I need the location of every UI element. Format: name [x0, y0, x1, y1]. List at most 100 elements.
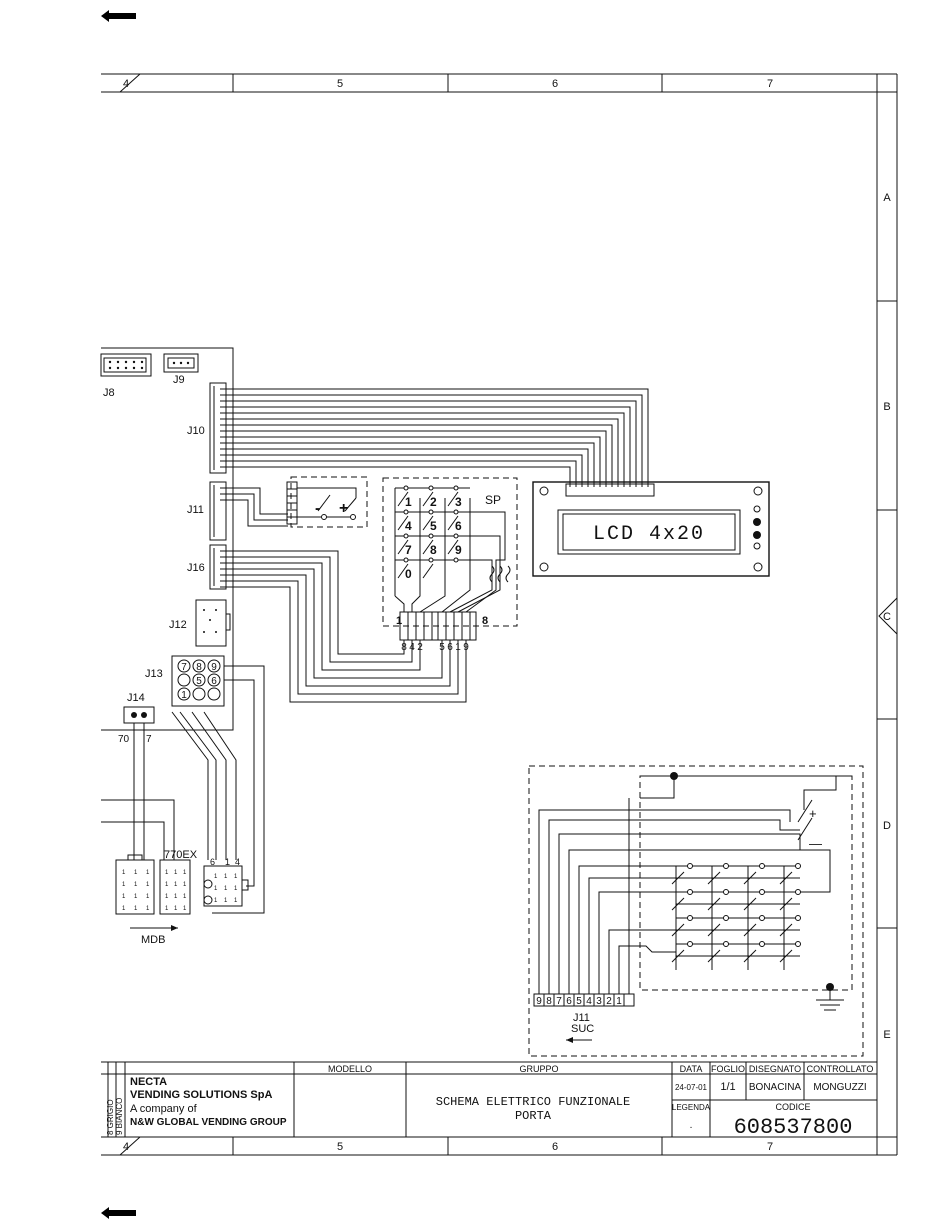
connector-j8-label: J8: [103, 387, 115, 399]
suc-bus: [640, 775, 852, 841]
svg-text:1: 1: [165, 870, 169, 876]
foglio-label: FOGLIO: [711, 1064, 745, 1074]
suc-key-switches: [671, 871, 793, 963]
codice-value: 608537800: [734, 1115, 853, 1140]
suc-pin-5: 5: [576, 996, 582, 1007]
color-legend-bianco: 9 BIANCO: [115, 1098, 124, 1135]
disegnato-value: BONACINA: [749, 1082, 802, 1093]
connector-j16-label: J16: [187, 562, 205, 574]
column-label-5: 5: [337, 78, 343, 90]
suc-minus-label: —: [809, 836, 822, 851]
suc-pin-2: 2: [606, 996, 612, 1007]
ex-pin-4: 4: [235, 857, 240, 867]
keypad-sp-label: SP: [485, 493, 501, 507]
j14-pin-7: 7: [146, 734, 152, 745]
keypad-key-contacts: [403, 485, 459, 563]
key-3[interactable]: 3: [455, 495, 462, 509]
connector-j8[interactable]: [100, 353, 152, 377]
connector-j14[interactable]: [123, 706, 155, 724]
nav-arrow-top[interactable]: [101, 10, 136, 22]
svg-text:1: 1: [122, 894, 126, 900]
key-2[interactable]: 2: [430, 495, 437, 509]
svg-text:1: 1: [122, 906, 126, 912]
svg-text:1: 1: [174, 882, 178, 888]
svg-text:1: 1: [146, 882, 150, 888]
connector-j9-label: J9: [173, 374, 185, 386]
ex-pin-6: 6: [210, 857, 215, 867]
connector-j10[interactable]: [209, 382, 227, 474]
j13-to-ex-wires: [171, 665, 265, 914]
drawing-frame: [101, 73, 898, 1156]
key-1[interactable]: 1: [405, 495, 412, 509]
connector-j12[interactable]: [195, 599, 231, 647]
j13-pin-1: 1: [181, 690, 187, 701]
connector-j16[interactable]: [209, 544, 227, 590]
key-4[interactable]: 4: [405, 519, 412, 533]
svg-text:1: 1: [122, 870, 126, 876]
strip-label-right: 8: [482, 615, 488, 627]
svg-text:1: 1: [214, 886, 218, 892]
row-label-c: C: [883, 611, 891, 623]
suc-keypad-area: [639, 775, 853, 991]
suc-bus-node: [670, 772, 678, 780]
strip-pin-1: 1: [455, 642, 461, 653]
suc-board-area: [528, 765, 864, 1057]
svg-text:1: 1: [134, 882, 138, 888]
key-0[interactable]: 0: [405, 567, 412, 581]
data-value: 24-07-01: [675, 1083, 708, 1092]
svg-text:1: 1: [146, 894, 150, 900]
svg-text:1: 1: [183, 906, 187, 912]
svg-text:1: 1: [214, 874, 218, 880]
key-9[interactable]: 9: [455, 543, 462, 557]
key-5[interactable]: 5: [430, 519, 437, 533]
svg-text:1: 1: [165, 906, 169, 912]
svg-text:1: 1: [183, 882, 187, 888]
mdb-arrow: [130, 925, 178, 931]
connector-j13-label: J13: [145, 668, 163, 680]
company-of: A company of: [130, 1103, 198, 1115]
suc-label: SUC: [571, 1023, 594, 1035]
company-group: N&W GLOBAL VENDING GROUP: [130, 1117, 287, 1128]
foglio-value: 1/1: [720, 1081, 735, 1093]
j13-pin-8: 8: [196, 662, 202, 673]
column-label-6-bottom: 6: [552, 1141, 558, 1153]
strip-pin-6: 6: [447, 642, 453, 653]
legenda-label: LEGENDA: [672, 1103, 711, 1112]
row-label-d: D: [883, 820, 891, 832]
nav-arrow-bottom[interactable]: [101, 1207, 136, 1219]
column-label-6: 6: [552, 78, 558, 90]
legenda-value: .: [690, 1120, 693, 1131]
keypad-area: [382, 477, 518, 627]
connector-j9[interactable]: [163, 353, 199, 373]
drawing-title-line2: PORTA: [515, 1109, 552, 1123]
suc-pin-1: 1: [616, 996, 622, 1007]
key-6[interactable]: 6: [455, 519, 462, 533]
svg-text:1: 1: [234, 874, 238, 880]
suc-arrow: [566, 1037, 592, 1043]
left-arrow-icon[interactable]: [101, 10, 136, 22]
key-8[interactable]: 8: [430, 543, 437, 557]
connector-j13[interactable]: [171, 655, 225, 707]
svg-text:1: 1: [214, 898, 218, 904]
key-7[interactable]: 7: [405, 543, 412, 557]
connector-j11[interactable]: [209, 481, 227, 541]
minus-button-label: -: [315, 500, 320, 517]
connector-j10-label: J10: [187, 425, 205, 437]
svg-text:1: 1: [165, 882, 169, 888]
strip-pin-5: 5: [439, 642, 445, 653]
column-label-4-bottom: 4: [123, 1141, 129, 1153]
svg-text:1: 1: [134, 894, 138, 900]
left-arrow-icon[interactable]: [101, 1207, 136, 1219]
company-name: NECTA: [130, 1076, 167, 1088]
disegnato-label: DISEGNATO: [749, 1064, 801, 1074]
suc-wires: [538, 798, 831, 994]
ex-pin-1: 1: [225, 857, 230, 867]
suc-pin-4: 4: [586, 996, 592, 1007]
suc-terminal-strip: [533, 993, 635, 1007]
j10-to-lcd-wires: [220, 388, 649, 487]
svg-text:1: 1: [174, 906, 178, 912]
